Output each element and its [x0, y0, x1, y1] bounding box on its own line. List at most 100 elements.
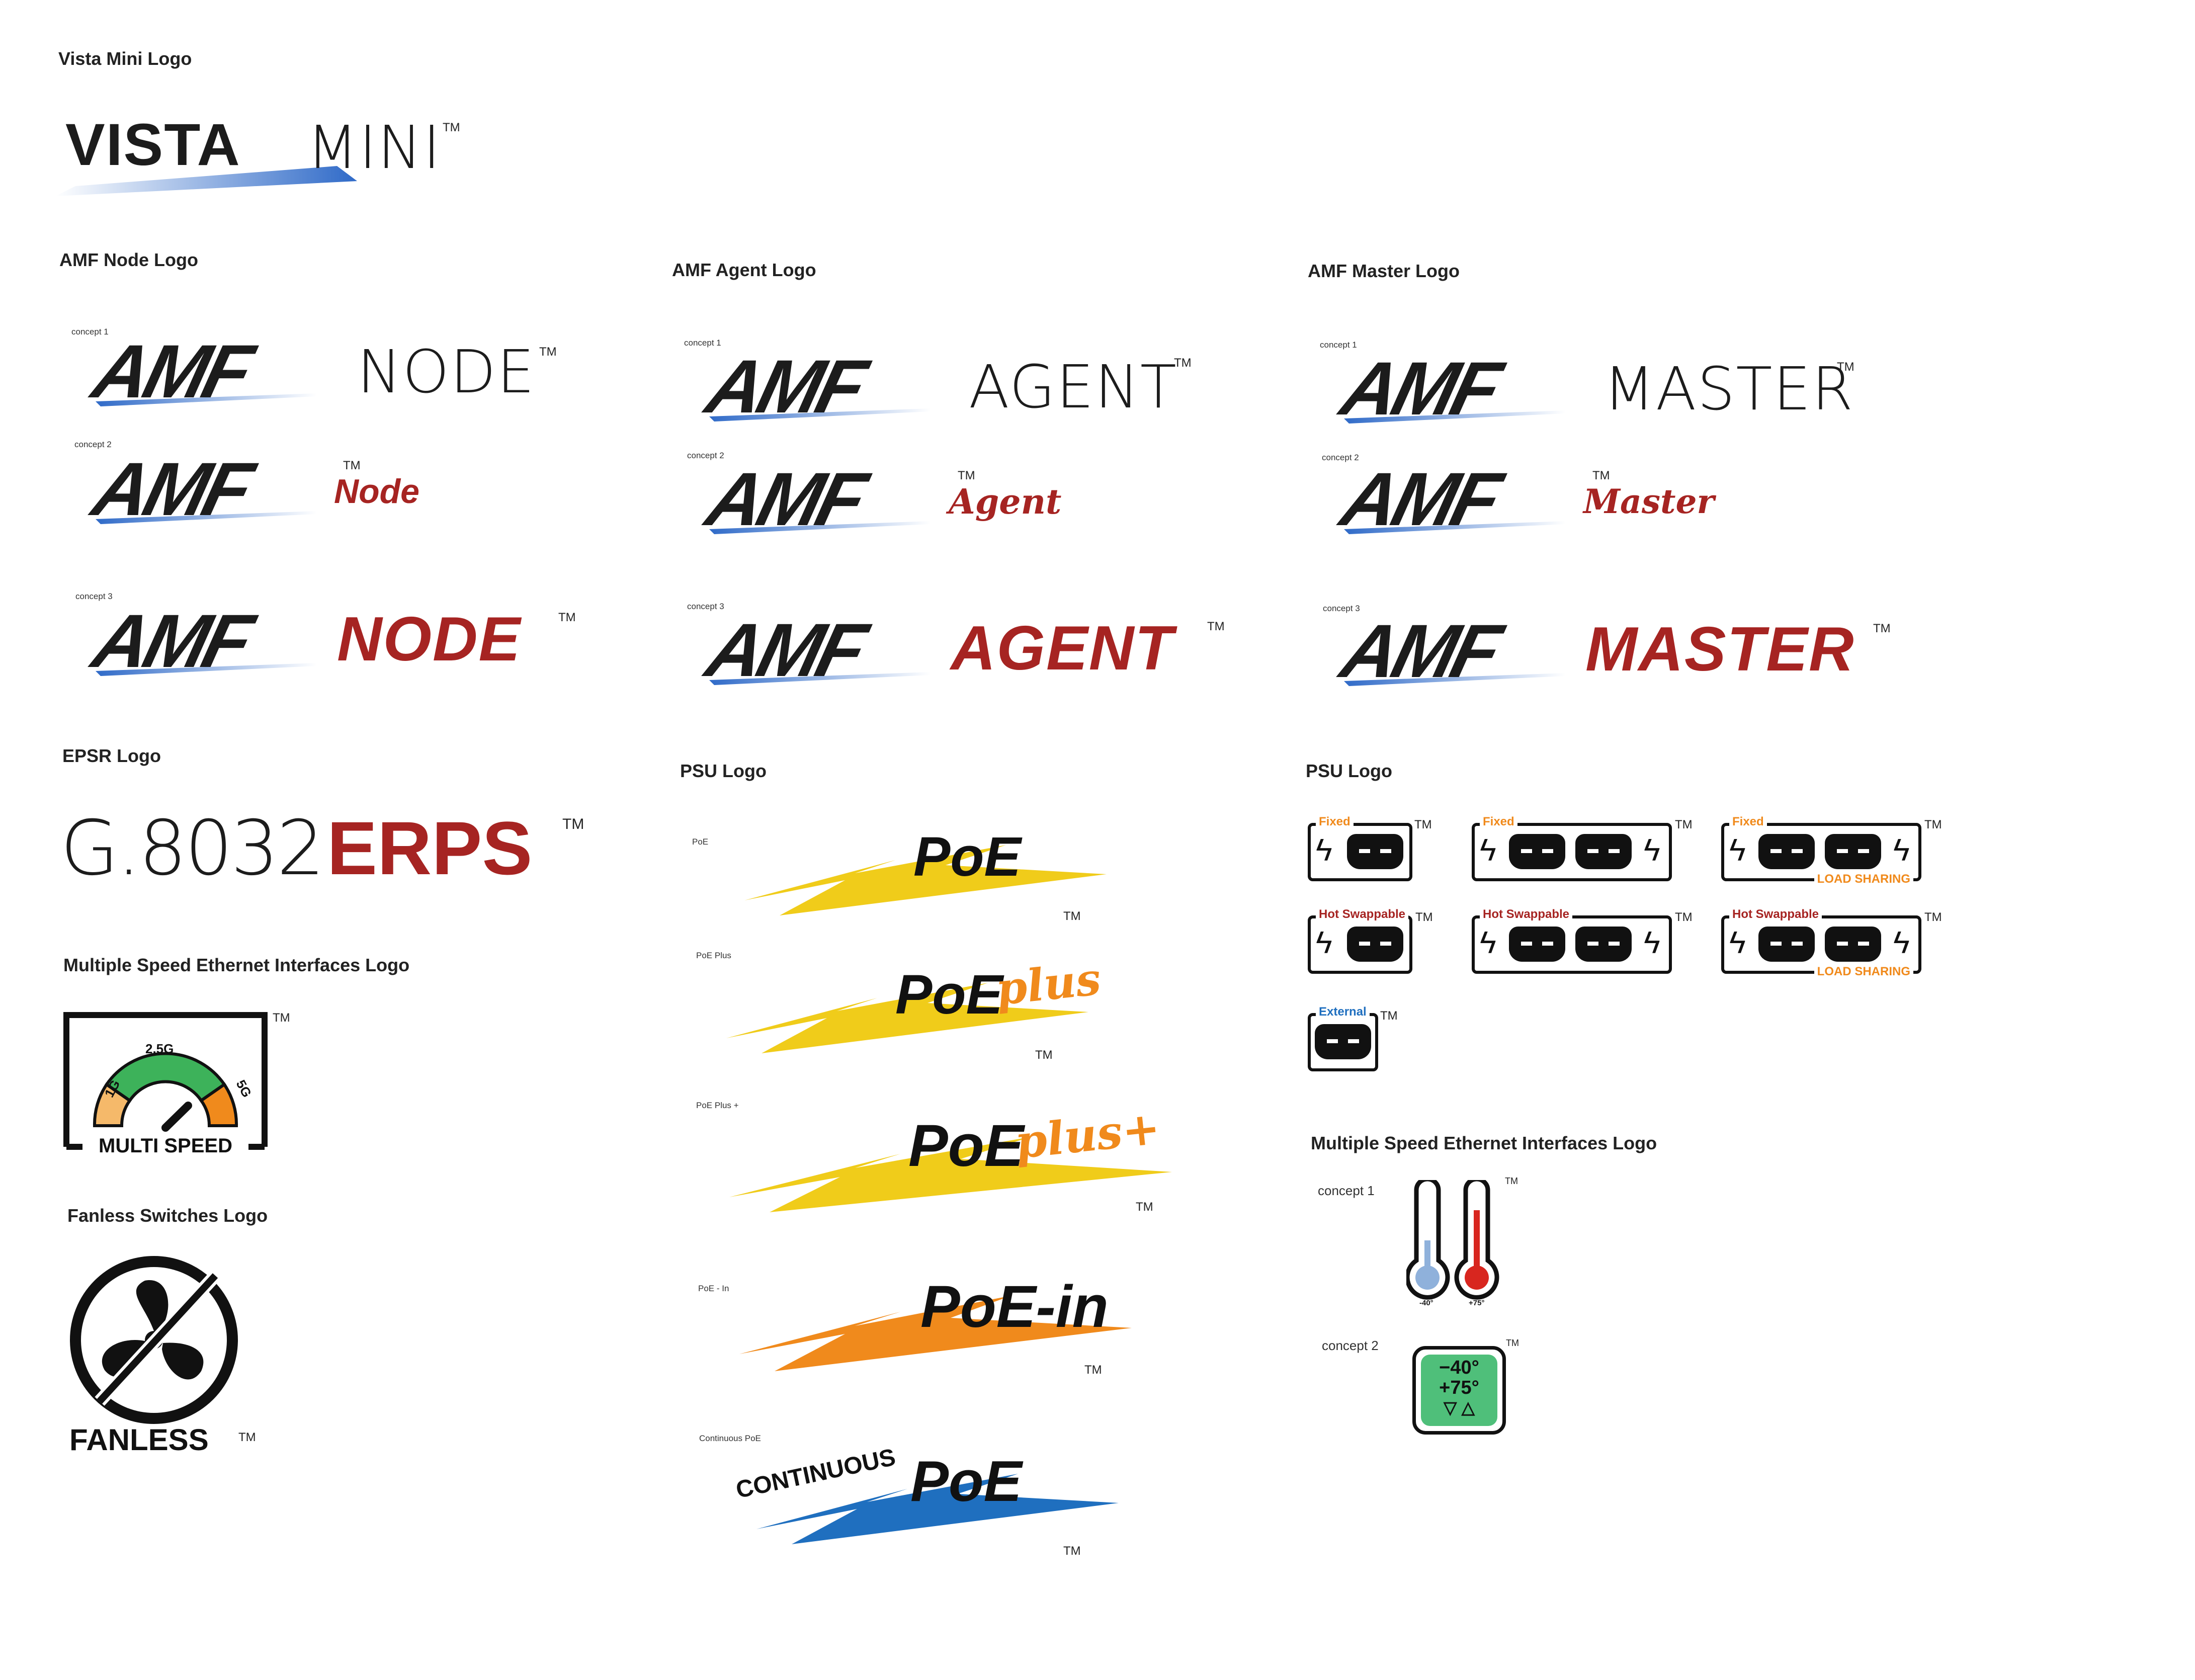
multi-speed-label: MULTI SPEED [88, 1135, 243, 1157]
lightning-yellow-icon [729, 1137, 1172, 1212]
amf-agent-concept-2-caption: concept 2 [687, 451, 724, 460]
bolt-icon: ϟ [1316, 926, 1332, 960]
socket-icon [1509, 927, 1565, 962]
amf-agent-word: AGENT [951, 614, 1174, 683]
section-title-vista-mini: Vista Mini Logo [58, 48, 192, 69]
amf-brand: AMF [1333, 609, 1506, 693]
psu-tm: TM [1924, 818, 1942, 831]
amf-master-tm: TM [1592, 469, 1610, 482]
bolt-icon: ϟ [1644, 926, 1660, 960]
section-title-multi-speed-temp: Multiple Speed Ethernet Interfaces Logo [1311, 1133, 1657, 1153]
section-title-epsr: EPSR Logo [62, 745, 161, 766]
section-title-fanless: Fanless Switches Logo [67, 1205, 268, 1226]
continuous-poe-caption: Continuous PoE [699, 1434, 761, 1443]
amf-brand: AMF [1333, 457, 1506, 541]
poe-word: PoE [910, 1450, 1022, 1514]
amf-agent-logo-concept-2: AMF TM Agent [699, 457, 1102, 541]
temp-thermometers-logo: -40° +75° TM [1406, 1176, 1527, 1311]
psu-load-sharing-label: LOAD SHARING [1814, 965, 1913, 979]
bolt-icon: ϟ [1893, 833, 1910, 868]
amf-agent-logo-concept-1: AMF AGENT TM [699, 344, 1252, 429]
temp-range-screen: −40° +75° ▽ △ [1421, 1355, 1497, 1426]
amf-agent-tm: TM [958, 469, 975, 482]
lightning-yellow-icon [726, 983, 1088, 1053]
psu-load-sharing-label: LOAD SHARING [1814, 872, 1913, 886]
fanless-tm: TM [238, 1431, 256, 1444]
psu-hot-load-sharing: Hot Swappable ϟ ϟ LOAD SHARING [1721, 907, 1921, 979]
lightning-yellow-icon [744, 845, 1107, 915]
amf-node-word: NODE [337, 605, 522, 674]
section-title-multi-speed: Multiple Speed Ethernet Interfaces Logo [63, 955, 410, 975]
bolt-icon: ϟ [1480, 926, 1496, 960]
amf-node-concept-1-caption: concept 1 [71, 327, 109, 337]
amf-node-tm: TM [558, 611, 576, 624]
poe-in-tm: TM [1084, 1363, 1102, 1377]
amf-node-logo-concept-3: AMF NODE TM [85, 599, 588, 683]
poe-in-word: PoE-in [920, 1274, 1109, 1340]
temp-hot-label: +75° [1469, 1299, 1485, 1307]
poe-plus-plus-logo: PoE plus+ TM [729, 1101, 1182, 1227]
amf-swoosh-icon [709, 521, 931, 534]
amf-agent-tm: TM [1207, 620, 1225, 633]
amf-master-logo-concept-3: AMF MASTER TM [1333, 609, 1890, 693]
psu-external-label: External [1316, 1005, 1370, 1019]
epsr-logo: G.8032 ERPS TM [60, 805, 614, 892]
amf-swoosh-icon [1344, 410, 1565, 424]
psu-fixed-double: Fixed ϟ ϟ [1472, 815, 1672, 881]
lightning-orange-icon [739, 1296, 1132, 1371]
poe-word: PoE [895, 964, 1003, 1026]
amf-agent-word: AGENT [969, 352, 1177, 422]
epsr-standard: G.8032 [60, 805, 325, 892]
amf-master-tm: TM [1837, 360, 1854, 374]
amf-master-logo-concept-1: AMF MASTER TM [1333, 346, 1887, 431]
speed-2-5g: 2.5G [145, 1041, 174, 1056]
psu-tm: TM [1415, 910, 1433, 924]
psu-fixed-label: Fixed [1729, 815, 1767, 829]
poe-plus-caption: PoE Plus [696, 951, 731, 960]
amf-agent-concept-3-caption: concept 3 [687, 602, 724, 611]
amf-master-concept-2-caption: concept 2 [1322, 453, 1359, 462]
poe-word: PoE [913, 826, 1021, 888]
temp-tm: TM [1506, 1338, 1519, 1348]
psu-tm: TM [1924, 910, 1942, 924]
socket-icon [1575, 834, 1632, 869]
poe-in-caption: PoE - In [698, 1284, 729, 1293]
amf-master-word: MASTER [1585, 615, 1855, 684]
amf-brand: AMF [85, 329, 258, 413]
psu-tm: TM [1414, 818, 1432, 831]
poe-logo: PoE TM [744, 825, 1147, 941]
amf-master-word: MASTER [1603, 354, 1854, 424]
psu-external: External [1308, 1005, 1378, 1071]
temp-range-max: +75° [1439, 1377, 1479, 1398]
poe-plus-suffix: plus [993, 952, 1104, 1016]
amf-node-word: Node [334, 472, 419, 511]
section-title-psu-left: PSU Logo [680, 761, 767, 781]
amf-swoosh-icon [709, 672, 931, 685]
psu-hot-label: Hot Swappable [1480, 907, 1573, 921]
psu-tm: TM [1675, 910, 1693, 924]
bolt-icon: ϟ [1893, 926, 1910, 960]
vista-tm: TM [443, 121, 460, 134]
psu-tm: TM [1675, 818, 1693, 831]
psu-hot-single: Hot Swappable ϟ [1308, 907, 1412, 974]
temp-range-logo: −40° +75° ▽ △ TM [1412, 1338, 1533, 1439]
bolt-icon: ϟ [1644, 833, 1660, 868]
section-title-amf-agent: AMF Agent Logo [672, 260, 816, 280]
continuous-poe-tm: TM [1063, 1544, 1081, 1558]
socket-icon [1347, 834, 1403, 869]
socket-icon [1315, 1024, 1371, 1059]
poe-word: PoE [908, 1113, 1024, 1179]
section-title-amf-master: AMF Master Logo [1308, 261, 1460, 281]
socket-icon [1347, 927, 1403, 962]
thermometer-pair-icon [1406, 1180, 1499, 1300]
socket-icon [1825, 927, 1881, 962]
amf-node-word: NODE [357, 337, 536, 406]
temp-arrows-icon: ▽ △ [1444, 1398, 1475, 1417]
psu-fixed-single: Fixed ϟ [1308, 815, 1412, 881]
epsr-tm: TM [562, 816, 584, 832]
psu-fixed-load-sharing: Fixed ϟ ϟ LOAD SHARING [1721, 815, 1921, 886]
continuous-poe-logo: CONTINUOUS PoE TM [733, 1444, 1149, 1564]
fanless-logo: FANLESS TM [69, 1255, 301, 1467]
socket-icon [1825, 834, 1881, 869]
temp-concept-2-caption: concept 2 [1322, 1338, 1379, 1353]
